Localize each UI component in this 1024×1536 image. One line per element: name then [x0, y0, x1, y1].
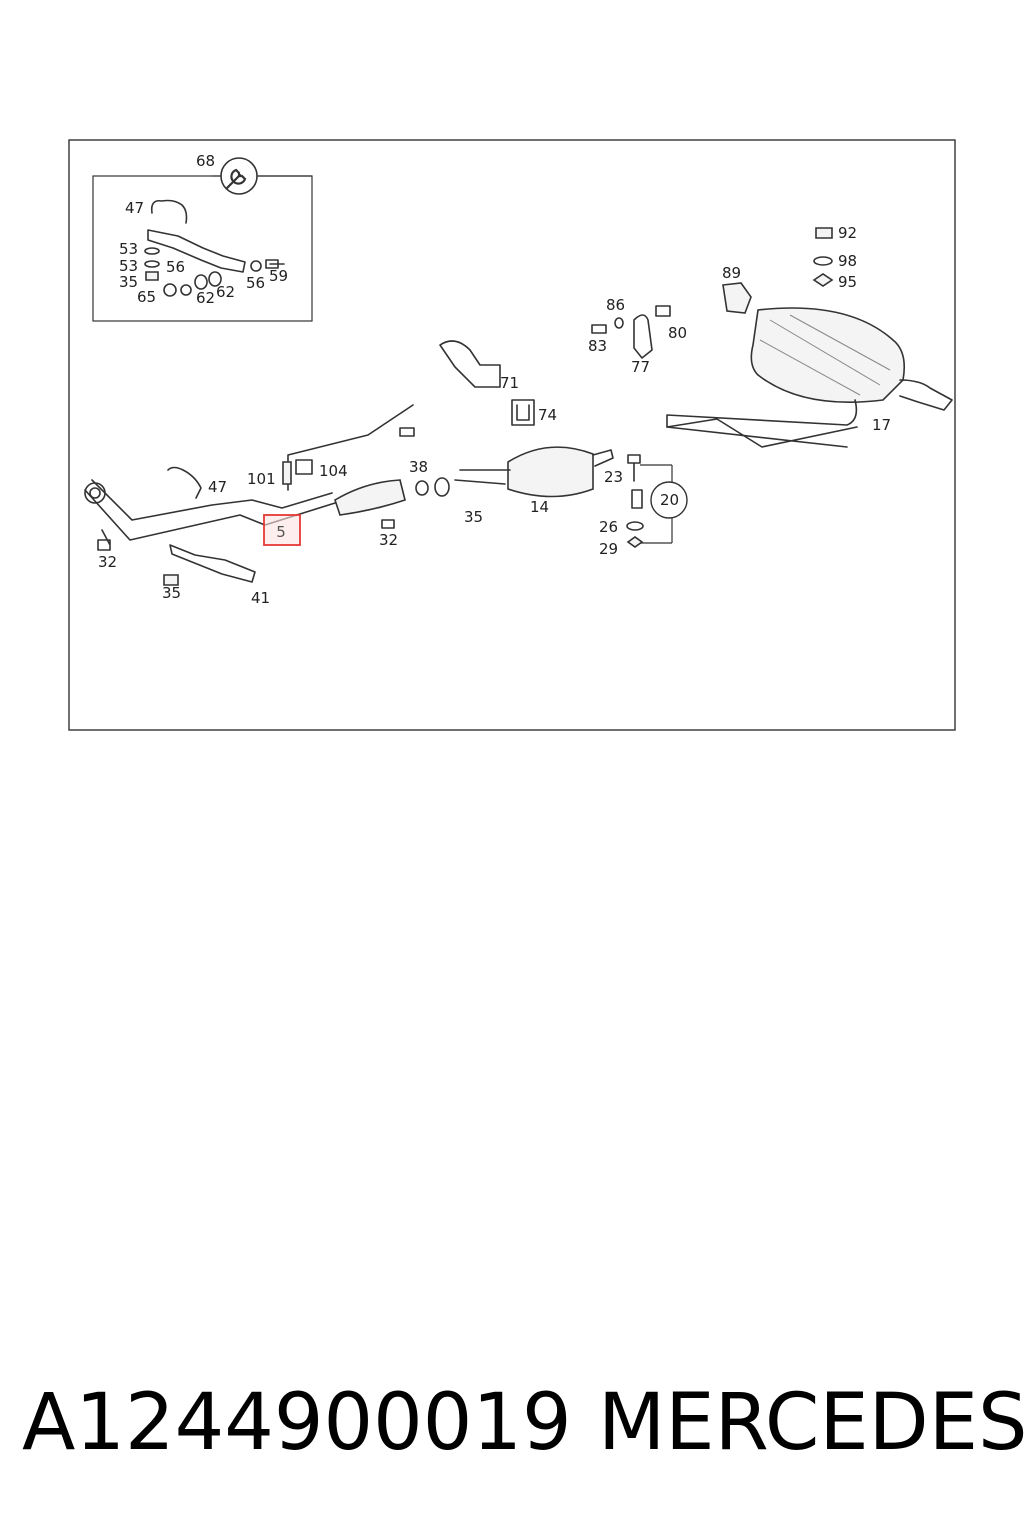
oxygen-sensor — [282, 404, 415, 491]
label-26: 26 — [599, 518, 618, 536]
label-56-a: 56 — [166, 258, 185, 276]
label-47-inset: 47 — [125, 199, 144, 217]
label-53-b: 53 — [119, 257, 138, 275]
label-59: 59 — [269, 267, 288, 285]
rear-muffler — [666, 307, 953, 448]
label-29: 29 — [599, 540, 618, 558]
label-14: 14 — [530, 498, 549, 516]
manufacturer-name: MERCEDES — [598, 1378, 1024, 1468]
label-41: 41 — [251, 589, 270, 607]
label-5-highlighted[interactable]: 5 — [276, 523, 286, 541]
label-47: 47 — [208, 478, 227, 496]
label-68: 68 — [196, 152, 215, 170]
label-74: 74 — [538, 406, 557, 424]
label-53-a: 53 — [119, 240, 138, 258]
label-62-b: 62 — [216, 283, 235, 301]
label-101: 101 — [247, 470, 276, 488]
label-65: 65 — [137, 288, 156, 306]
label-56-b: 56 — [246, 274, 265, 292]
label-17: 17 — [872, 416, 891, 434]
label-32-front: 32 — [98, 553, 117, 571]
label-20: 20 — [660, 491, 679, 509]
label-89: 89 — [722, 264, 741, 282]
label-38: 38 — [409, 458, 428, 476]
middle-silencer — [415, 446, 614, 498]
label-98: 98 — [838, 252, 857, 270]
part-number: A1244900019 — [22, 1378, 572, 1468]
label-95: 95 — [838, 273, 857, 291]
label-80: 80 — [668, 324, 687, 342]
label-32-catalyst: 32 — [379, 531, 398, 549]
clamp-group — [626, 454, 688, 548]
wrench-icon — [220, 157, 258, 195]
inset-parts — [144, 199, 285, 297]
label-35-middle: 35 — [464, 508, 483, 526]
label-83: 83 — [588, 337, 607, 355]
label-71: 71 — [500, 374, 519, 392]
label-104: 104 — [319, 462, 348, 480]
label-35-front: 35 — [162, 584, 181, 602]
mount-parts-rear — [439, 227, 834, 426]
label-62-a: 62 — [196, 289, 215, 307]
label-77: 77 — [631, 358, 650, 376]
label-23: 23 — [604, 468, 623, 486]
label-35-inset: 35 — [119, 273, 138, 291]
highlight-box-part-5[interactable] — [263, 514, 301, 546]
label-86: 86 — [606, 296, 625, 314]
label-92: 92 — [838, 224, 857, 242]
